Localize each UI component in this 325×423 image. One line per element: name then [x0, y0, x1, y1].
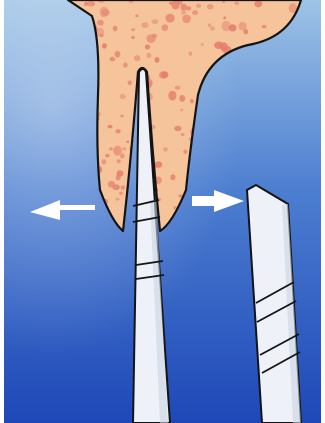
bone-spot: [235, 2, 240, 5]
bone-spot: [102, 159, 107, 164]
bone-spot: [180, 109, 183, 112]
bone-spot: [145, 45, 150, 50]
bone-spot: [134, 55, 140, 61]
bone-spot: [190, 99, 194, 103]
bone-spot: [161, 71, 168, 78]
bone-spot: [179, 95, 185, 102]
bone-spot: [113, 26, 118, 32]
bone-spot: [108, 125, 113, 129]
bone-spot: [120, 153, 124, 158]
bone-spot: [168, 91, 176, 101]
bone-spot: [128, 80, 132, 85]
bone-spot: [120, 94, 126, 99]
bone-spot: [183, 150, 187, 155]
bone-spot: [174, 126, 181, 131]
bone-spot: [97, 20, 104, 26]
bone-spot: [126, 141, 129, 143]
bone-spot: [152, 19, 158, 24]
bone-spot: [87, 1, 95, 7]
bone-spot: [131, 28, 135, 31]
bone-spot: [163, 147, 168, 151]
bone-spot: [141, 22, 148, 28]
bone-spot: [135, 14, 138, 17]
bone-spot: [207, 4, 214, 9]
bone-spot: [182, 15, 191, 24]
bone-spot: [123, 62, 128, 67]
bone-spot: [84, 2, 88, 6]
bone-spot: [181, 10, 186, 15]
bone-spot: [122, 147, 126, 150]
bone-spot: [169, 2, 172, 5]
bone-spot: [170, 174, 175, 180]
bone-spot: [166, 14, 175, 23]
bone-spot: [161, 24, 168, 31]
bone-spot: [121, 185, 126, 190]
bone-spot: [117, 159, 121, 163]
bone-spot: [222, 21, 231, 31]
bone-spot: [214, 42, 223, 49]
bone-spot: [109, 147, 113, 150]
bone-spot: [110, 57, 116, 62]
bone-spot: [146, 34, 155, 43]
bone-spot: [175, 86, 181, 90]
bone-spot: [180, 4, 187, 11]
bone-spot: [181, 133, 185, 136]
bone-spot: [196, 4, 201, 8]
bone-spot: [262, 25, 267, 29]
bone-spot: [192, 10, 198, 15]
bone-spot: [147, 53, 152, 58]
bone-spot: [239, 22, 247, 31]
bone-spot: [105, 154, 110, 158]
bone-spot: [208, 23, 211, 27]
bone-spot: [102, 43, 107, 49]
bone-spot: [101, 9, 110, 16]
bone-spot: [120, 115, 123, 118]
bone-spot: [189, 52, 193, 56]
bone-spot: [223, 16, 226, 19]
bone-spot: [210, 26, 215, 30]
bone-spot: [113, 146, 122, 156]
bone-spot: [201, 43, 204, 46]
bone-spot: [117, 170, 124, 176]
bone-spot: [108, 181, 115, 188]
bone-spot: [116, 129, 121, 133]
bone-spot: [131, 36, 135, 39]
bone-spot: [155, 57, 160, 63]
bone-spot: [119, 192, 123, 195]
bone-spot: [171, 0, 179, 10]
bone-spot: [115, 51, 121, 58]
bone-spot: [254, 0, 262, 7]
bone-spot: [116, 198, 120, 201]
